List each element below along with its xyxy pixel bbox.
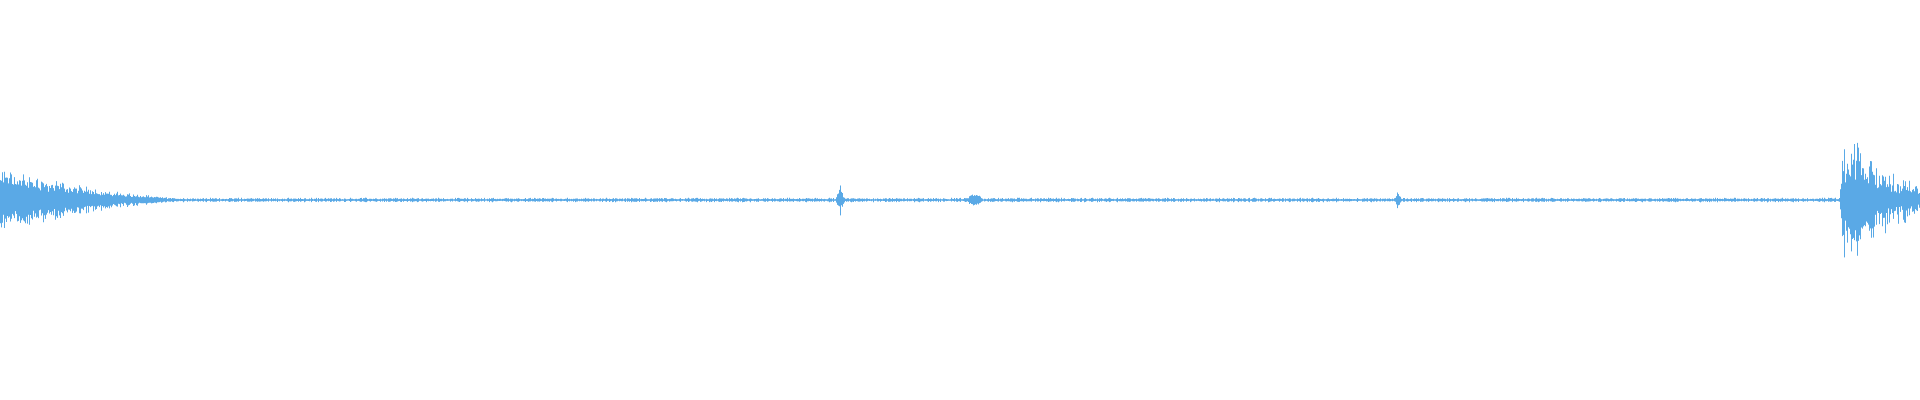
waveform-samples: [0, 142, 1920, 258]
waveform-trace: [0, 142, 1920, 258]
